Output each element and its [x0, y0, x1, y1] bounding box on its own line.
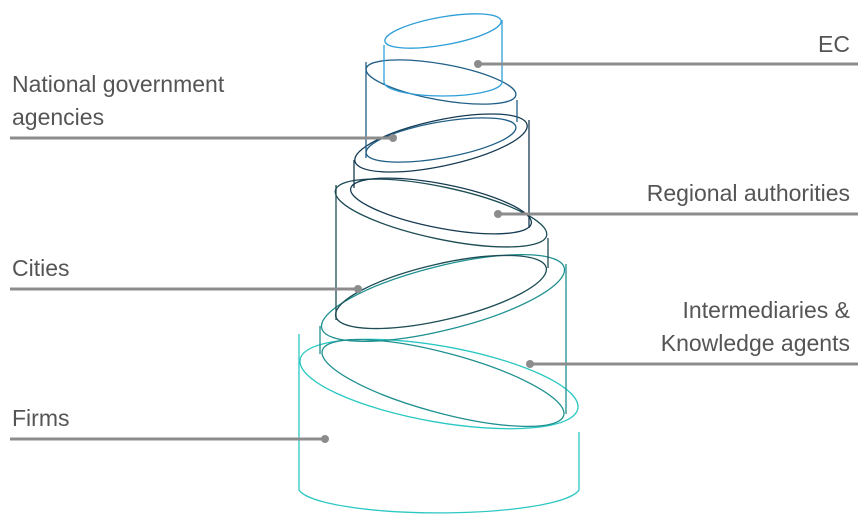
- tier-intermediaries: [319, 254, 567, 428]
- label-national-line2: agencies: [12, 104, 105, 130]
- leader-dot-firms: [321, 435, 329, 443]
- tier-national: [365, 59, 518, 163]
- tier-ec-top-ellipse: [384, 13, 502, 49]
- tier-ec-side: [383, 20, 503, 97]
- tier-intermediaries-top-ellipse: [320, 254, 566, 342]
- tier-regional-bottom-ellipse: [349, 177, 533, 235]
- label-regional: Regional authorities: [646, 180, 850, 206]
- tier-national-bottom-ellipse: [365, 117, 517, 163]
- label-cities: Cities: [12, 255, 70, 281]
- leader-dot-regional: [494, 210, 502, 218]
- tier-regional-top-ellipse: [354, 113, 528, 173]
- leader-dot-cities: [354, 285, 362, 293]
- tier-regional: [349, 113, 533, 235]
- tier-firms-top-ellipse: [299, 338, 579, 430]
- leader-dot-ec: [474, 60, 482, 68]
- label-intermediaries-line1: Intermediaries &: [682, 297, 850, 323]
- tier-national-top-ellipse: [365, 59, 517, 105]
- label-national-line1: National government: [12, 71, 225, 97]
- leader-dot-intermediaries: [526, 360, 534, 368]
- leader-dot-national: [389, 134, 397, 142]
- tier-firms: [298, 334, 580, 514]
- label-firms: Firms: [12, 405, 70, 431]
- label-ec: EC: [818, 31, 850, 57]
- leader-lines: [10, 60, 858, 443]
- tier-intermediaries-bottom-ellipse: [321, 338, 565, 428]
- tier-cities: [334, 178, 549, 330]
- tier-ec: [383, 13, 503, 97]
- tier-firms-side: [298, 334, 580, 514]
- label-intermediaries-line2: Knowledge agents: [660, 330, 850, 356]
